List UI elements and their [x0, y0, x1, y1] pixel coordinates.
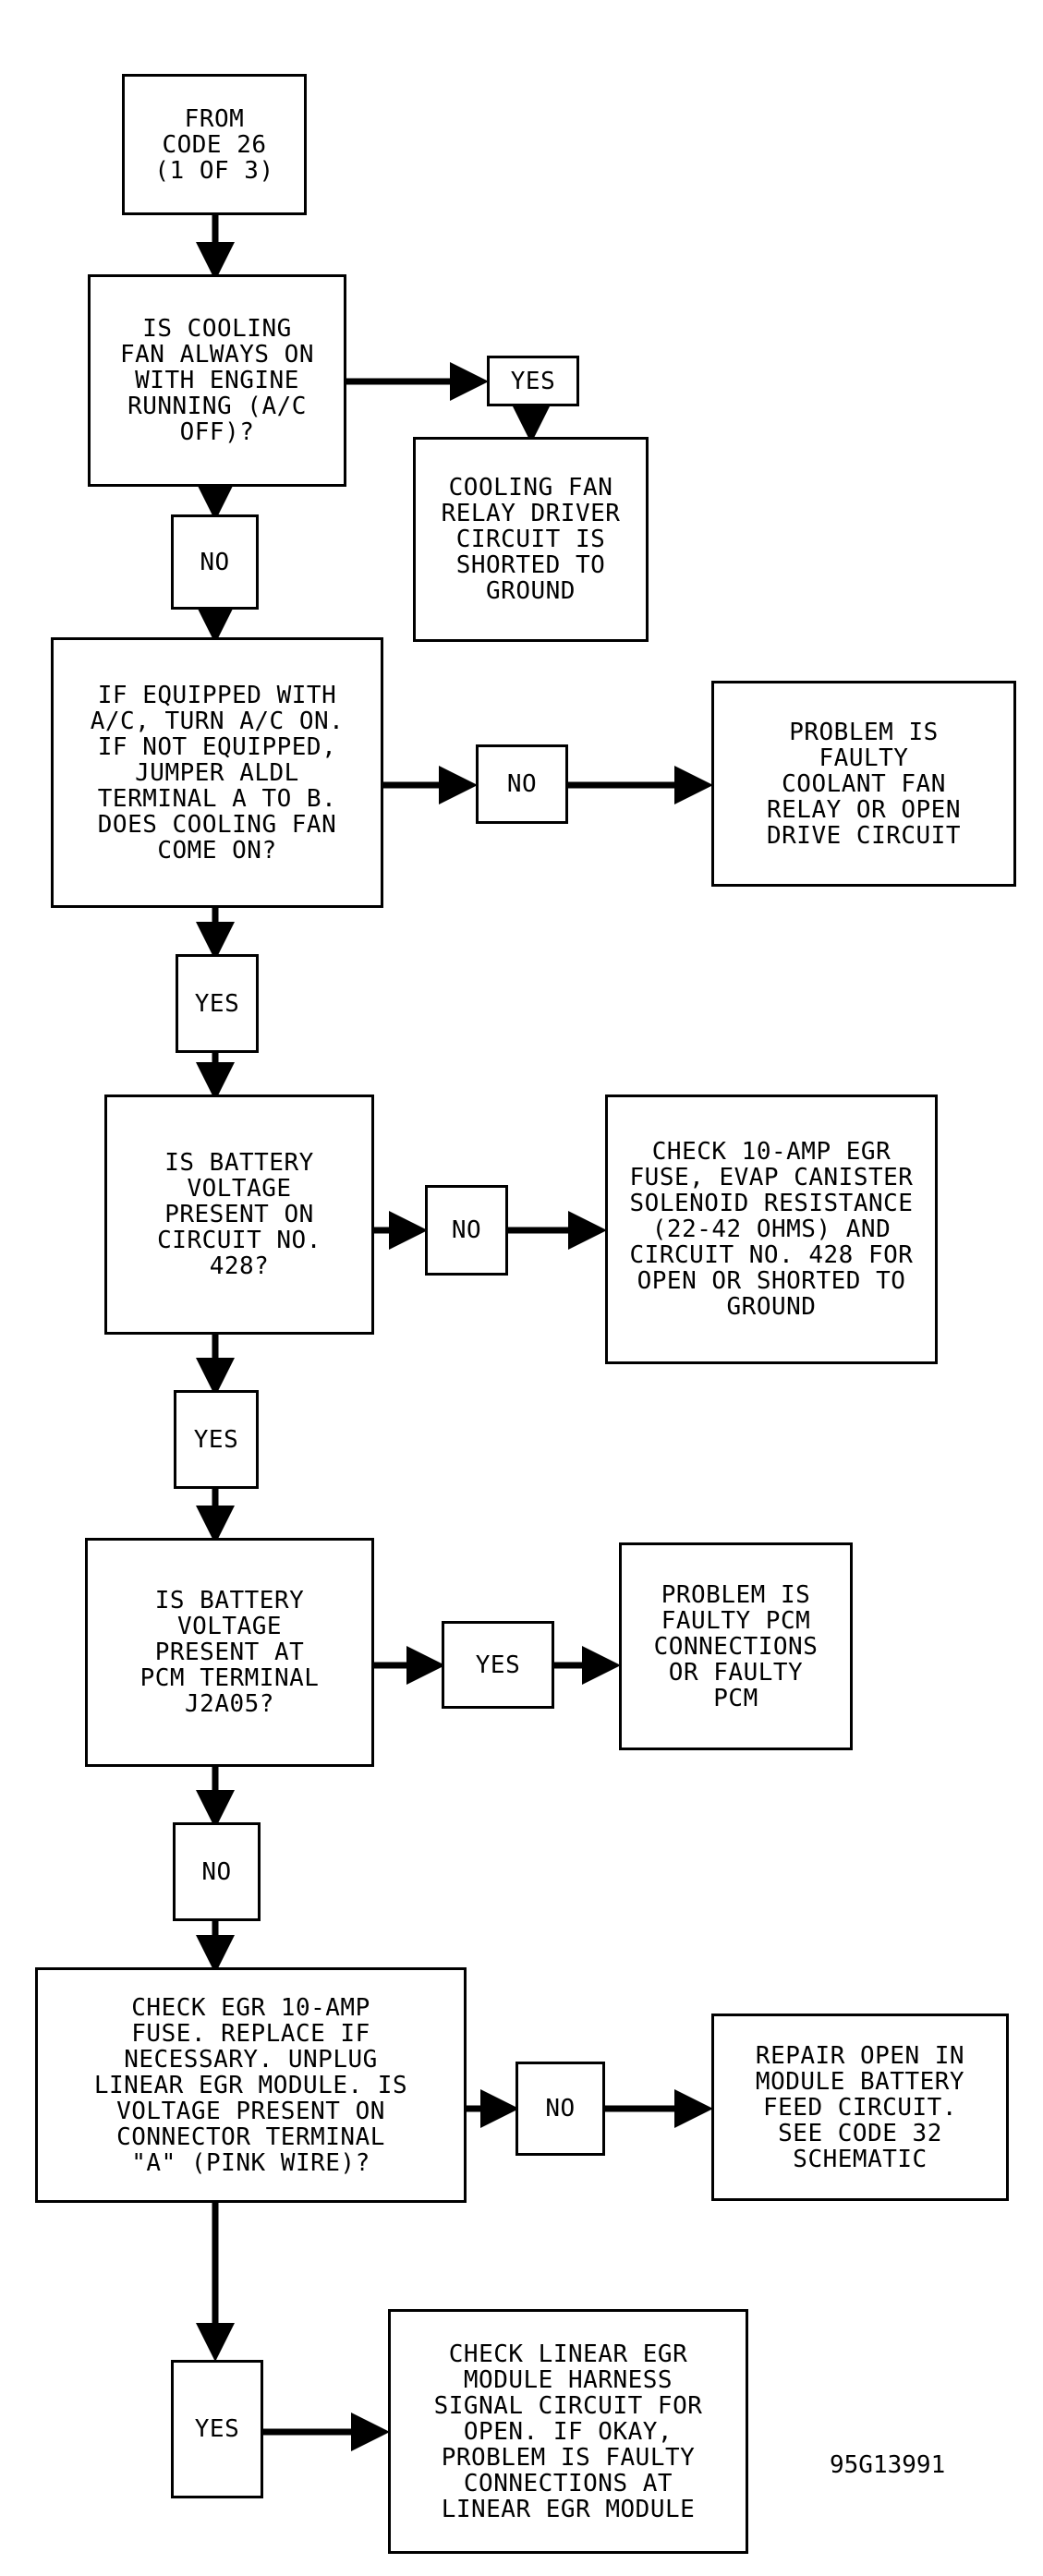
yes-label: YES: [176, 954, 259, 1053]
result-relay-shorted: COOLING FAN RELAY DRIVER CIRCUIT IS SHOR…: [413, 437, 649, 642]
result-check-harness: CHECK LINEAR EGR MODULE HARNESS SIGNAL C…: [388, 2309, 748, 2554]
no-label: NO: [171, 514, 259, 610]
figure-id: 95G13991: [830, 2451, 946, 2479]
decision-battery-428: IS BATTERY VOLTAGE PRESENT ON CIRCUIT NO…: [104, 1094, 374, 1335]
decision-battery-pcm: IS BATTERY VOLTAGE PRESENT AT PCM TERMIN…: [85, 1538, 374, 1767]
decision-ac-on: IF EQUIPPED WITH A/C, TURN A/C ON. IF NO…: [51, 637, 383, 908]
yes-label: YES: [487, 356, 579, 406]
result-faulty-pcm: PROBLEM IS FAULTY PCM CONNECTIONS OR FAU…: [619, 1542, 853, 1750]
result-check-fuse: CHECK 10-AMP EGR FUSE, EVAP CANISTER SOL…: [605, 1094, 938, 1364]
yes-label: YES: [174, 1390, 259, 1489]
start-node: FROM CODE 26 (1 OF 3): [122, 74, 307, 215]
result-faulty-relay: PROBLEM IS FAULTY COOLANT FAN RELAY OR O…: [711, 681, 1016, 887]
no-label: NO: [515, 2062, 605, 2156]
decision-egr-fuse: CHECK EGR 10-AMP FUSE. REPLACE IF NECESS…: [35, 1967, 467, 2203]
no-label: NO: [425, 1185, 508, 1276]
yes-label: YES: [442, 1621, 554, 1709]
result-repair-open: REPAIR OPEN IN MODULE BATTERY FEED CIRCU…: [711, 2014, 1009, 2201]
no-label: NO: [173, 1822, 261, 1921]
decision-fan-always-on: IS COOLING FAN ALWAYS ON WITH ENGINE RUN…: [88, 274, 346, 487]
no-label: NO: [476, 744, 568, 824]
yes-label: YES: [171, 2360, 263, 2498]
